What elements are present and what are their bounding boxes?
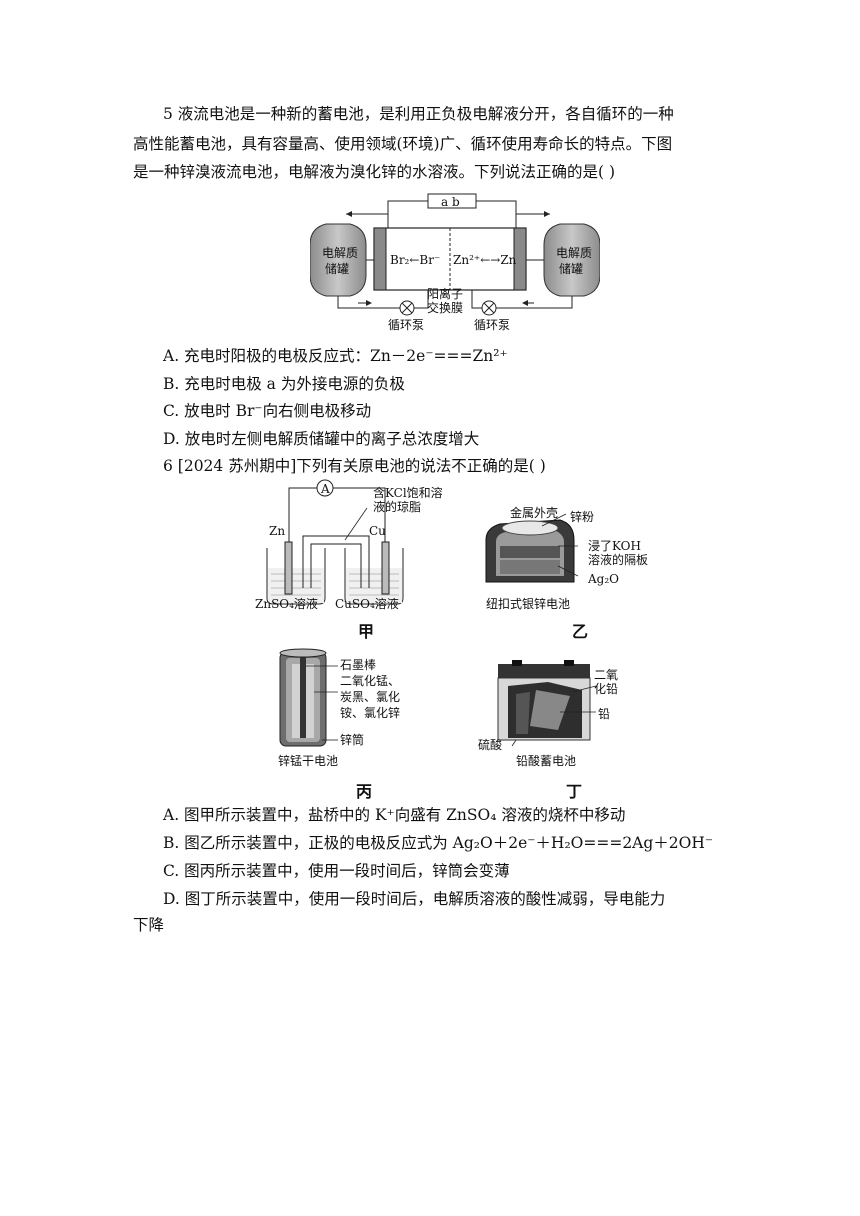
q6-option-d-line2: 下降 xyxy=(133,916,165,934)
fig-yi-caption: 乙 xyxy=(572,622,589,641)
q6-option-d-line1: D. 图丁所示装置中，使用一段时间后，电解质溶液的酸性减弱，导电能力 xyxy=(163,890,666,908)
button-cell-drawing xyxy=(485,513,579,583)
right-tank-label-2: 储罐 xyxy=(559,262,584,276)
q5-stem-line2: 高性能蓄电池，具有容量高、使用领域(环境)广、循环使用寿命长的特点。下图 xyxy=(133,135,673,153)
terminal-ab-label: a b xyxy=(441,195,460,209)
q6-stem: 6 [2024 苏州期中]下列有关原电池的说法不正确的是( ) xyxy=(163,457,546,475)
zinc-can-label: 锌筒 xyxy=(340,733,365,747)
pbo2-label-2: 化铅 xyxy=(594,682,619,696)
q6-option-b: B. 图乙所示装置中，正极的电极反应式为 Ag₂O＋2e⁻＋H₂O===2Ag＋… xyxy=(163,834,714,852)
membrane-label-1: 阳离子 xyxy=(427,287,464,301)
fig-ding-lead-acid: 二氧 化铅 铅 硫酸 铅酸蓄电池 xyxy=(478,660,658,775)
lead-acid-name: 铅酸蓄电池 xyxy=(516,754,577,768)
ammeter-label: A xyxy=(321,482,330,496)
zn-electrode-label: Zn xyxy=(269,524,286,538)
right-reaction-label: Zn²⁺←→Zn xyxy=(453,253,517,267)
dry-cell-drawing xyxy=(279,648,338,747)
pump-left-label: 循环泵 xyxy=(388,318,425,332)
right-tank-label-1: 电解质 xyxy=(556,246,593,260)
graphite-rod-label: 石墨棒 xyxy=(340,658,377,672)
fig-jia-daniell-cell: A 含KCl饱和溶 液的琼脂 Zn Cu ZnSO₄溶液 CuSO₄溶液 xyxy=(255,478,445,638)
q5-option-b: B. 充电时电极 a 为外接电源的负极 xyxy=(163,375,405,393)
fig-jia-caption: 甲 xyxy=(358,622,375,641)
dry-cell-name: 锌锰干电池 xyxy=(278,754,339,768)
left-tank-label-1: 电解质 xyxy=(322,246,359,260)
separator-label-2: 溶液的隔板 xyxy=(588,553,649,567)
mix-label-1: 二氧化锰、 xyxy=(340,674,401,688)
lead-label: 铅 xyxy=(598,707,611,721)
ag2o-label: Ag₂O xyxy=(588,572,619,586)
q5-stem-line1: 5 液流电池是一种新的蓄电池，是利用正负极电解液分开，各自循环的一种 xyxy=(163,105,674,123)
q5-option-a: A. 充电时阳极的电极反应式：Zn－2e⁻===Zn²⁺ xyxy=(163,347,508,365)
q5-option-c: C. 放电时 Br⁻向右侧电极移动 xyxy=(163,402,372,420)
separator-label-1: 浸了KOH xyxy=(588,539,641,553)
fig-ding-caption: 丁 xyxy=(566,782,583,801)
daniell-cell-drawing xyxy=(266,479,404,605)
lead-acid-drawing xyxy=(497,660,597,747)
zinc-powder-label: 锌粉 xyxy=(570,510,595,524)
q5-flow-battery-diagram: a b 电解质 储罐 电解质 储罐 Br₂←Br⁻ Zn²⁺←→Zn 阳离子 交… xyxy=(309,190,601,336)
mix-label-3: 铵、氯化锌 xyxy=(340,706,401,720)
pump-right-label: 循环泵 xyxy=(474,318,511,332)
fig-yi-button-cell: 金属外壳 锌粉 浸了KOH 溶液的隔板 Ag₂O 纽扣式银锌电池 xyxy=(480,490,670,620)
mix-label-2: 炭黑、氯化 xyxy=(340,690,401,704)
salt-bridge-label-1: 含KCl饱和溶 xyxy=(373,486,443,500)
znso4-solution-label: ZnSO₄溶液 xyxy=(255,597,318,611)
left-reaction-label: Br₂←Br⁻ xyxy=(390,253,441,267)
membrane-label-2: 交换膜 xyxy=(427,301,464,315)
q6-option-c: C. 图丙所示装置中，使用一段时间后，锌筒会变薄 xyxy=(163,862,510,880)
cuso4-solution-label: CuSO₄溶液 xyxy=(335,597,399,611)
cu-electrode-label: Cu xyxy=(369,524,386,538)
sulfuric-acid-label: 硫酸 xyxy=(478,738,503,752)
left-tank-label-2: 储罐 xyxy=(325,262,350,276)
q5-stem-line3: 是一种锌溴液流电池，电解液为溴化锌的水溶液。下列说法正确的是( ) xyxy=(133,163,616,181)
button-cell-name: 纽扣式银锌电池 xyxy=(486,597,571,611)
pbo2-label-1: 二氧 xyxy=(594,668,619,682)
flow-battery-drawing xyxy=(309,193,601,316)
fig-bing-dry-cell: 石墨棒 二氧化锰、 炭黑、氯化 铵、氯化锌 锌筒 锌锰干电池 xyxy=(270,648,450,773)
salt-bridge-label-2: 液的琼脂 xyxy=(373,500,422,514)
q6-option-a: A. 图甲所示装置中，盐桥中的 K⁺向盛有 ZnSO₄ 溶液的烧杯中移动 xyxy=(163,806,626,824)
q5-option-d: D. 放电时左侧电解质储罐中的离子总浓度增大 xyxy=(163,430,480,448)
metal-shell-label: 金属外壳 xyxy=(510,506,559,520)
fig-bing-caption: 丙 xyxy=(356,782,373,801)
